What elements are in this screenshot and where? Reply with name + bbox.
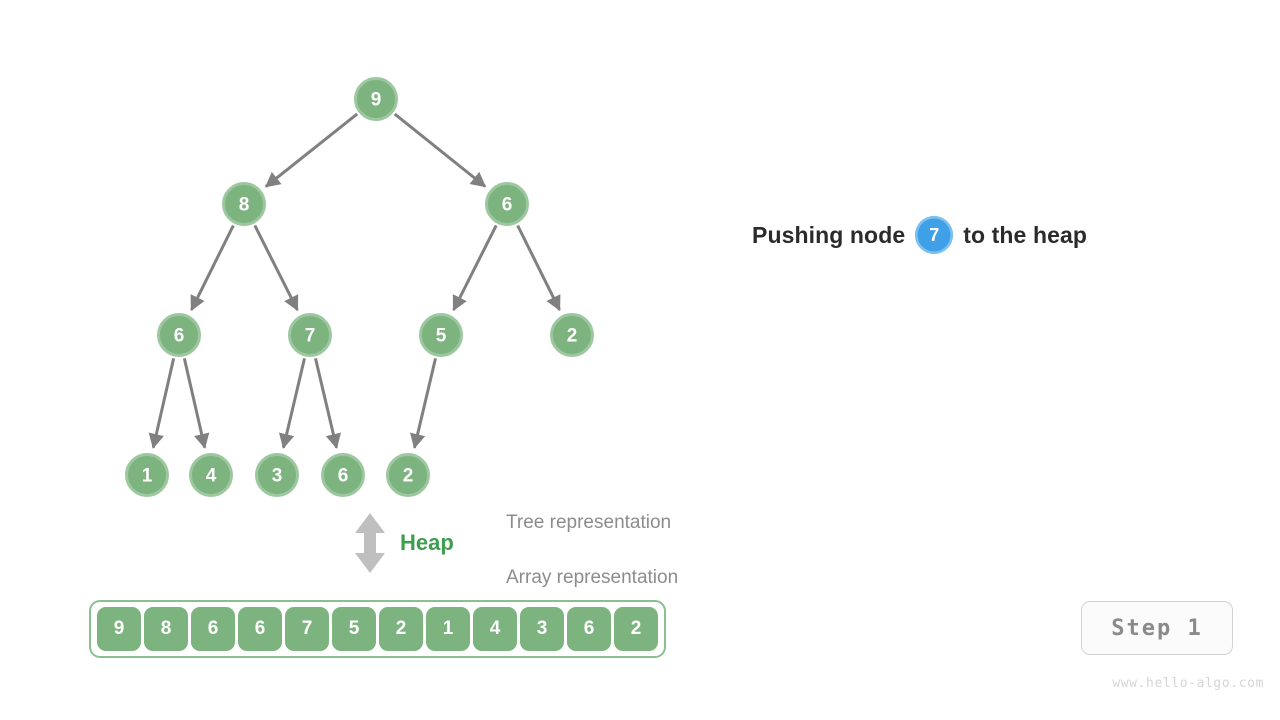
tree-node-circle — [321, 453, 365, 497]
tree-edge — [253, 224, 299, 312]
heap-label: Heap — [400, 530, 454, 555]
tree-node-value: 6 — [338, 466, 349, 487]
tree-node-circle — [189, 453, 233, 497]
tree-node-circle — [419, 313, 463, 357]
array-cell: 1 — [426, 607, 470, 651]
tree-node-circle — [288, 313, 332, 357]
watermark: www.hello-algo.com — [1112, 676, 1264, 691]
caption-node-badge: 7 — [915, 216, 954, 254]
representation-labels: Tree representation Array representation — [506, 513, 678, 587]
tree-node: 4 — [189, 453, 233, 497]
tree-edge — [516, 224, 561, 311]
tree-node: 2 — [550, 313, 594, 357]
tree-node-value: 8 — [239, 195, 250, 216]
tree-node-circle — [386, 453, 430, 497]
tree-node-circle — [485, 182, 529, 226]
tree-nodes: 9 8 6 6 7 5 2 1 4 3 6 2 — [125, 77, 594, 497]
step-badge: Step 1 — [1081, 601, 1233, 655]
array-cell: 4 — [473, 607, 517, 651]
tree-edges — [148, 112, 561, 449]
tree-edge — [409, 358, 437, 449]
tree-node-value: 9 — [371, 90, 382, 111]
tree-node-value: 4 — [206, 466, 217, 487]
tree-node-circle — [157, 313, 201, 357]
tree-node: 6 — [321, 453, 365, 497]
caption: Pushing node 7 to the heap — [752, 216, 1087, 254]
heap-legend: Heap — [352, 512, 454, 574]
tree-edge — [190, 224, 235, 311]
tree-node-circle — [222, 182, 266, 226]
array-cell: 6 — [238, 607, 282, 651]
tree-edge — [314, 358, 342, 449]
tree-node-value: 6 — [502, 195, 513, 216]
tree-edge — [148, 358, 176, 449]
tree-node-value: 6 — [174, 326, 185, 347]
tree-node-value: 1 — [142, 466, 153, 487]
tree-edge — [182, 358, 210, 449]
tree-node: 3 — [255, 453, 299, 497]
tree-node: 6 — [485, 182, 529, 226]
tree-node-value: 2 — [403, 466, 414, 487]
tree-edge — [278, 358, 306, 449]
array-cell: 6 — [191, 607, 235, 651]
tree-node-circle — [354, 77, 398, 121]
tree-node: 9 — [354, 77, 398, 121]
caption-prefix: Pushing node — [752, 221, 906, 248]
tree-node-value: 2 — [567, 326, 578, 347]
tree-edge — [264, 112, 359, 188]
array-cell: 8 — [144, 607, 188, 651]
tree-node: 8 — [222, 182, 266, 226]
array-cell: 2 — [379, 607, 423, 651]
array-cell: 6 — [567, 607, 611, 651]
tree-node: 5 — [419, 313, 463, 357]
array-cell: 3 — [520, 607, 564, 651]
tree-representation-label: Tree representation — [506, 512, 672, 533]
up-down-arrow-icon — [355, 513, 385, 573]
array-representation-label: Array representation — [506, 567, 679, 588]
tree-node: 1 — [125, 453, 169, 497]
array-cell: 5 — [332, 607, 376, 651]
tree-node-circle — [125, 453, 169, 497]
array-cell: 2 — [614, 607, 658, 651]
tree-node-value: 5 — [436, 326, 447, 347]
tree-node: 7 — [288, 313, 332, 357]
tree-node-value: 3 — [272, 466, 283, 487]
tree-node-circle — [255, 453, 299, 497]
tree-node-circle — [550, 313, 594, 357]
array-cell: 7 — [285, 607, 329, 651]
array-cell: 9 — [97, 607, 141, 651]
caption-suffix: to the heap — [963, 221, 1088, 248]
tree-node: 6 — [157, 313, 201, 357]
tree-node-value: 7 — [305, 326, 316, 347]
tree-edge — [452, 224, 498, 312]
tree-edge — [393, 112, 487, 188]
tree-node: 2 — [386, 453, 430, 497]
